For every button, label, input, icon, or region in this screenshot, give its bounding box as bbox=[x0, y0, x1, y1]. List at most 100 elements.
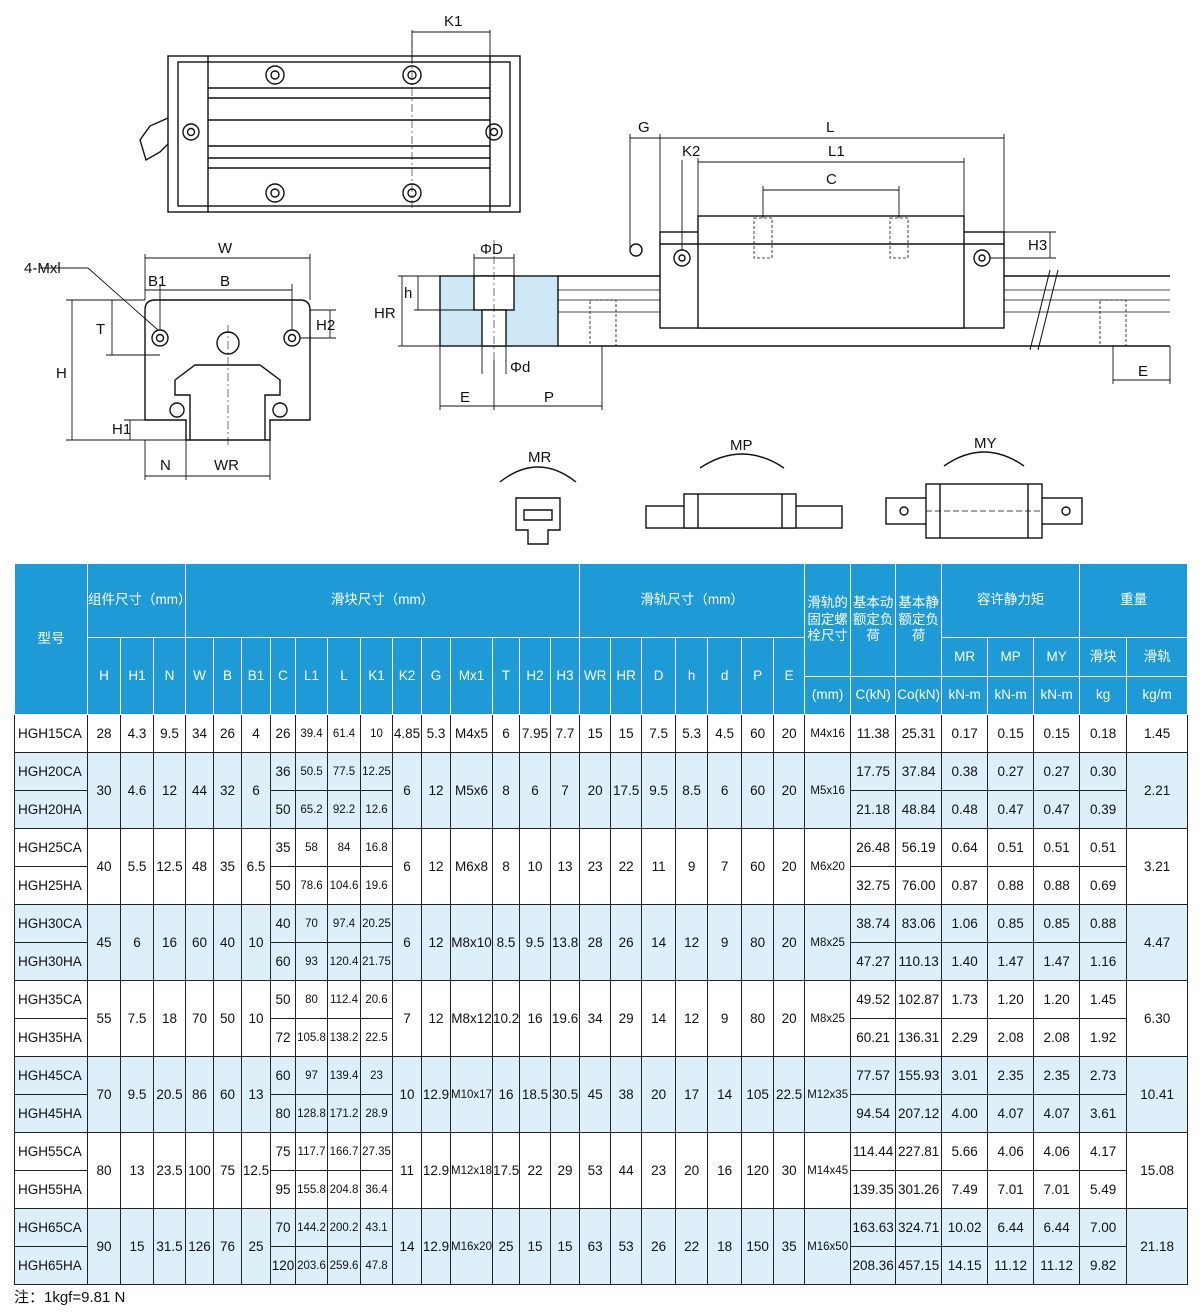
block-side-view bbox=[558, 134, 1171, 384]
cell-l1: 70 bbox=[295, 904, 329, 943]
cell-k1: 12.25 bbox=[360, 752, 394, 791]
cell-n: 12 bbox=[152, 752, 187, 829]
cell-model: HGH25HA bbox=[14, 866, 88, 905]
cell-mr: 0.87 bbox=[941, 866, 989, 905]
header-col-wr: WR bbox=[579, 637, 612, 715]
cell-w: 100 bbox=[185, 1132, 215, 1209]
cell-l: 112.4 bbox=[327, 980, 362, 1019]
cell-dynamic-load: 17.75 bbox=[850, 752, 897, 791]
cell-block-weight: 3.61 bbox=[1079, 1094, 1128, 1133]
cell-mp: 2.35 bbox=[987, 1056, 1035, 1095]
cell-l: 92.2 bbox=[327, 790, 362, 829]
cell-l1: 65.2 bbox=[295, 790, 329, 829]
header-mp: MP bbox=[987, 637, 1035, 677]
unit-rail-weight: kg/m bbox=[1126, 676, 1188, 715]
block-top-view bbox=[139, 30, 521, 213]
cell-g: 12.9 bbox=[421, 1208, 452, 1285]
label-n: N bbox=[160, 457, 171, 474]
cell-h: 12 bbox=[675, 980, 709, 1057]
cell-static-load: 25.31 bbox=[895, 714, 943, 753]
cell-wr: 63 bbox=[579, 1208, 612, 1285]
cell-h: 22 bbox=[675, 1208, 709, 1285]
cell-k1: 47.8 bbox=[360, 1246, 394, 1285]
label-k1: K1 bbox=[444, 13, 462, 30]
cell-l: 139.4 bbox=[327, 1056, 362, 1095]
cell-k1: 28.9 bbox=[360, 1094, 394, 1133]
label-mxl: 4-Mxl bbox=[24, 260, 61, 277]
cell-h3: 15 bbox=[550, 1208, 581, 1285]
cell-mr: 0.64 bbox=[941, 828, 989, 867]
header-col-h3: H3 bbox=[550, 637, 581, 715]
header-col-h1: H1 bbox=[120, 637, 154, 715]
cell-k1: 20.25 bbox=[360, 904, 394, 943]
cell-g: 12.9 bbox=[421, 1132, 452, 1209]
cell-l: 259.6 bbox=[327, 1246, 362, 1285]
cell-h2: 7.95 bbox=[519, 714, 552, 753]
label-b: B bbox=[220, 273, 230, 290]
cell-block-weight: 4.17 bbox=[1079, 1132, 1128, 1171]
cell-e: 20 bbox=[773, 904, 806, 981]
cell-l1: 97 bbox=[295, 1056, 329, 1095]
cell-mp: 7.01 bbox=[987, 1170, 1035, 1209]
cell-k1: 23 bbox=[360, 1056, 394, 1095]
cell-h1: 7.5 bbox=[120, 980, 154, 1057]
cell-bolt: M8x25 bbox=[804, 904, 852, 981]
cell-d: 16 bbox=[707, 1132, 743, 1209]
cell-l1: 203.6 bbox=[295, 1246, 329, 1285]
cell-b1: 13 bbox=[241, 1056, 272, 1133]
cell-mr: 0.48 bbox=[941, 790, 989, 829]
cell-b1: 6.5 bbox=[241, 828, 272, 905]
cell-wr: 23 bbox=[579, 828, 612, 905]
cell-c: 40 bbox=[270, 904, 297, 943]
cell-b: 60 bbox=[213, 1056, 243, 1133]
cell-rail-weight: 10.41 bbox=[1126, 1056, 1188, 1133]
cell-l: 138.2 bbox=[327, 1018, 362, 1057]
cell-dynamic-load: 11.38 bbox=[850, 714, 897, 753]
cell-c: 36 bbox=[270, 752, 297, 791]
cell-k2: 11 bbox=[392, 1132, 423, 1209]
cell-k1: 21.75 bbox=[360, 942, 394, 981]
cell-my: 1.20 bbox=[1033, 980, 1081, 1019]
cell-c: 60 bbox=[270, 942, 297, 981]
cell-k2: 6 bbox=[392, 828, 423, 905]
cell-hr: 17.5 bbox=[610, 752, 643, 829]
cell-model: HGH30CA bbox=[14, 904, 88, 943]
cell-n: 9.5 bbox=[152, 714, 187, 753]
cell-d: 26 bbox=[641, 1208, 677, 1285]
cell-l: 97.4 bbox=[327, 904, 362, 943]
cell-wr: 15 bbox=[579, 714, 612, 753]
label-l1: L1 bbox=[828, 143, 845, 160]
cell-k2: 6 bbox=[392, 904, 423, 981]
cell-c: 26 bbox=[270, 714, 297, 753]
cell-mx1: M12x18 bbox=[450, 1132, 494, 1209]
cell-d: 7 bbox=[707, 828, 743, 905]
cell-c: 50 bbox=[270, 980, 297, 1019]
cell-model: HGH55HA bbox=[14, 1170, 88, 1209]
cell-p: 60 bbox=[741, 752, 775, 829]
cell-h1: 9.5 bbox=[120, 1056, 154, 1133]
cell-c: 80 bbox=[270, 1094, 297, 1133]
label-c: C bbox=[826, 171, 837, 188]
cell-h2: 6 bbox=[519, 752, 552, 829]
cell-h: 90 bbox=[87, 1208, 121, 1285]
cell-c: 120 bbox=[270, 1246, 297, 1285]
cell-g: 12 bbox=[421, 752, 452, 829]
cell-k1: 36.4 bbox=[360, 1170, 394, 1209]
cell-l1: 58 bbox=[295, 828, 329, 867]
block-end-view bbox=[40, 254, 336, 480]
technical-drawings: K1 W 4-Mxl B1 B T H2 H H1 N WR ΦD h HR Φ… bbox=[24, 13, 1171, 545]
cell-static-load: 48.84 bbox=[895, 790, 943, 829]
cell-b1: 25 bbox=[241, 1208, 272, 1285]
cell-h: 80 bbox=[87, 1132, 121, 1209]
label-e-rail: E bbox=[460, 389, 470, 406]
cell-mx1: M6x8 bbox=[450, 828, 494, 905]
cell-mp: 0.51 bbox=[987, 828, 1035, 867]
cell-model: HGH65CA bbox=[14, 1208, 88, 1247]
cell-b1: 12.5 bbox=[241, 1132, 272, 1209]
